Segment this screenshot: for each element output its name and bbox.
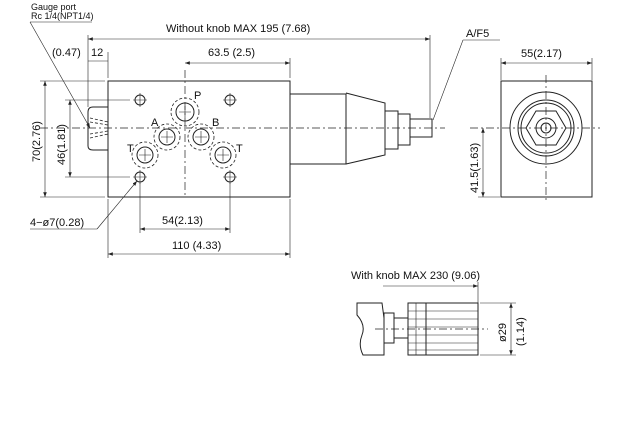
af5-label: A/F5 (466, 28, 489, 40)
valve-body (107, 80, 291, 198)
knob-view: With knob MAX 230 (9.06) ø29 (1.14) (351, 270, 527, 356)
gauge-port-spec: Rc 1/4(NPT1/4) (31, 11, 94, 21)
dim-70: 70(2.76) (31, 121, 43, 162)
port-t-left-label: T (127, 143, 134, 155)
dim-110: 110 (4.33) (172, 240, 221, 252)
dim-63-5: 63.5 (2.5) (208, 47, 255, 59)
dim-54: 54(2.13) (162, 215, 203, 227)
without-knob-dim: Without knob MAX 195 (7.68) (166, 23, 310, 35)
port-p-label: P (194, 90, 201, 102)
adjust-stem (409, 118, 433, 138)
holes-dim: 4−ø7(0.28) (30, 217, 84, 229)
front-view: 55(2.17) 41.5(1.63) (469, 48, 600, 202)
dim-12: 12 (91, 47, 103, 59)
mounting-holes (133, 93, 237, 184)
port-b-label: B (212, 117, 219, 129)
side-view: P A B T T Gauge port Rc 1/4(NPT1/4) With… (29, 2, 500, 258)
with-knob-dim: With knob MAX 230 (9.06) (351, 270, 480, 282)
dim-55: 55(2.17) (521, 48, 562, 60)
dim-46: 46(1.81) (56, 124, 68, 165)
dim-047: (0.47) (52, 47, 81, 59)
adjuster-housing (290, 93, 347, 165)
gauge-port (87, 106, 108, 151)
lock-nut (384, 110, 399, 150)
port-t-right-label: T (236, 143, 243, 155)
dim-29: ø29 (497, 323, 509, 342)
dim-41-5: 41.5(1.63) (469, 143, 481, 193)
port-a-label: A (151, 117, 159, 129)
gauge-port-label: Gauge port (31, 2, 77, 12)
dim-1-14: (1.14) (515, 317, 527, 346)
ports (131, 97, 237, 169)
